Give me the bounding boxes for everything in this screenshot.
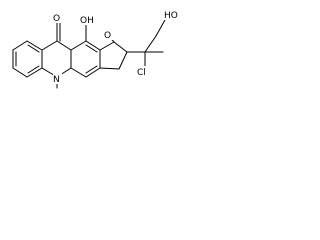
nitrogen-label: N: [53, 75, 60, 85]
chemical-structure: O OH O HO Cl N: [12, 9, 181, 89]
chloro-hydroxypropyl-chain: [126, 19, 166, 67]
acridone-core: [41, 21, 72, 78]
carbonyl-oxygen-label: O: [53, 14, 60, 24]
phenol-ring: [70, 22, 115, 78]
benzo-ring: [12, 40, 43, 78]
structure-canvas: O OH O HO Cl N: [0, 0, 183, 98]
phenol-hydroxyl-label: OH: [80, 16, 94, 26]
furan-oxygen-label: O: [104, 31, 111, 41]
chlorine-label: Cl: [137, 68, 146, 78]
alcohol-hydroxyl-label: HO: [164, 11, 178, 21]
